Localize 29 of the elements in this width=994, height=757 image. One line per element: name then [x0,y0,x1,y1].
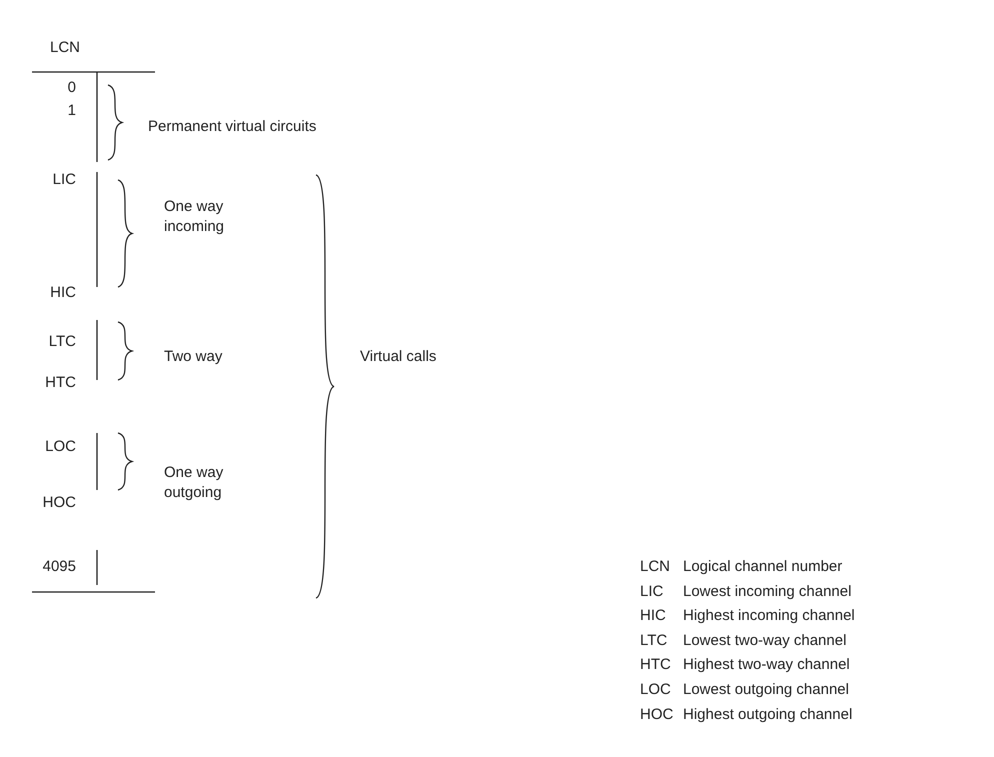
legend-description: Lowest two-way channel [683,630,846,651]
legend-abbreviation: LCN [640,557,670,577]
range-label: Two way [164,347,222,367]
legend-abbreviation: HIC [640,606,666,626]
channel-number-label: LOC [45,437,76,457]
legend-abbreviation: HTC [640,655,671,676]
range-label: Virtual calls [360,347,436,367]
channel-number-label: 1 [68,101,76,121]
legend-description: Highest outgoing channel [683,704,852,725]
channel-number-label: HOC [42,493,76,513]
legend-description: Lowest outgoing channel [683,680,849,700]
legend-description: Highest two-way channel [683,655,850,676]
legend-description: Logical channel number [683,557,842,577]
channel-number-label: HIC [50,283,76,303]
legend-abbreviation: LOC [640,680,671,700]
channel-number-label: LTC [48,332,76,352]
legend-description: Lowest incoming channel [683,582,852,602]
range-label: LCN [50,38,80,58]
range-label: Permanent virtual circuits [148,117,316,137]
channel-number-label: 4095 [42,557,76,577]
range-label: One way outgoing [164,463,224,503]
legend-abbreviation: LTC [640,630,668,651]
legend-abbreviation: HOC [640,704,674,725]
channel-number-label: LIC [52,170,76,190]
channel-number-label: HTC [45,373,76,393]
range-label: One way incoming [164,197,226,237]
legend-description: Highest incoming channel [683,606,855,626]
channel-number-label: 0 [68,78,76,98]
legend-abbreviation: LIC [640,582,664,602]
